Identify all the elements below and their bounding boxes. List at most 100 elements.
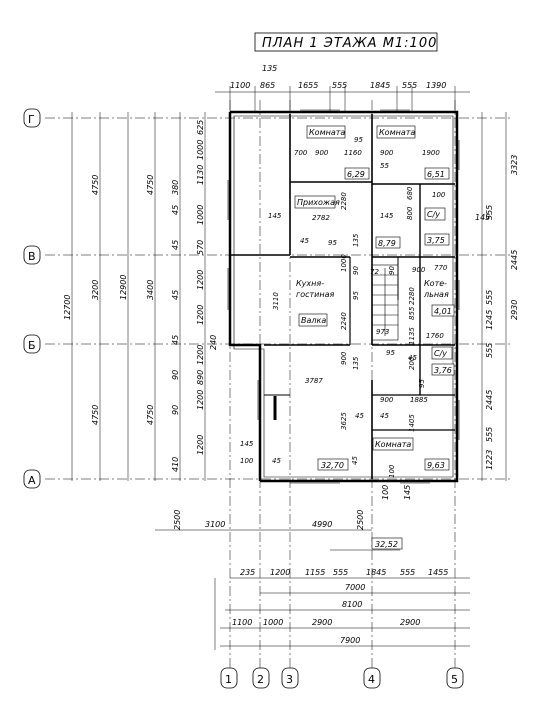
svg-text:90: 90 xyxy=(352,266,360,275)
svg-text:1100: 1100 xyxy=(230,81,250,90)
svg-text:625: 625 xyxy=(196,120,205,135)
svg-text:890: 890 xyxy=(196,370,205,385)
svg-text:1200: 1200 xyxy=(196,345,205,365)
room-label-kotelnaya-2: льная xyxy=(423,290,449,299)
windows xyxy=(227,109,460,484)
row-axis-lines xyxy=(45,117,512,480)
room-label-su-1: С/у xyxy=(427,210,440,219)
svg-text:1200: 1200 xyxy=(196,390,205,410)
svg-text:4750: 4750 xyxy=(146,405,155,425)
svg-text:800: 800 xyxy=(406,206,414,220)
svg-text:570: 570 xyxy=(196,240,205,255)
right-dimension-text: 3323 2445 2930 2445 1223 145 555 555 124… xyxy=(475,155,519,470)
svg-text:380: 380 xyxy=(171,180,180,195)
svg-text:4750: 4750 xyxy=(146,175,155,195)
svg-text:1200: 1200 xyxy=(196,270,205,290)
svg-text:900: 900 xyxy=(412,266,426,274)
axis-col-1: 1 xyxy=(225,673,232,686)
room-labels: Комната Комната Прихожая Кухня- гостиная… xyxy=(294,125,453,451)
left-dimension-text: 12700 3200 12900 4750 3400 4750 4750 475… xyxy=(63,120,218,472)
svg-text:1000: 1000 xyxy=(340,254,348,272)
svg-text:12900: 12900 xyxy=(119,275,128,300)
area-4: 3,75 xyxy=(427,236,445,245)
svg-text:1405: 1405 xyxy=(408,414,416,432)
svg-text:4750: 4750 xyxy=(91,175,100,195)
room-label-prikhozhaya: Прихожая xyxy=(297,198,340,207)
svg-text:3787: 3787 xyxy=(305,377,323,385)
room-label-gostinaya: гостиная xyxy=(296,290,334,299)
svg-text:45: 45 xyxy=(300,237,309,245)
svg-text:973: 973 xyxy=(376,328,389,336)
axis-row-a: А xyxy=(28,474,36,487)
area-2: 6,51 xyxy=(427,170,445,179)
top-dimension-lines xyxy=(215,86,470,112)
svg-text:100: 100 xyxy=(240,457,254,465)
svg-text:1155: 1155 xyxy=(305,568,325,577)
svg-text:3400: 3400 xyxy=(146,280,155,300)
svg-text:1845: 1845 xyxy=(370,81,390,90)
svg-text:145: 145 xyxy=(268,212,282,220)
svg-text:45: 45 xyxy=(408,354,417,362)
area-3: 8,79 xyxy=(378,239,396,248)
svg-text:2240: 2240 xyxy=(340,312,348,330)
staircase xyxy=(371,264,399,341)
svg-text:145: 145 xyxy=(240,440,254,448)
svg-text:1000: 1000 xyxy=(263,618,283,627)
svg-text:3323: 3323 xyxy=(510,155,519,175)
svg-text:2500: 2500 xyxy=(173,510,182,530)
room-label-kotelnaya-1: Коте- xyxy=(424,279,447,288)
drawing-title: ПЛАН 1 ЭТАЖА М1:100 xyxy=(262,36,437,51)
area-1: 6,29 xyxy=(347,170,365,179)
svg-text:4750: 4750 xyxy=(91,405,100,425)
svg-text:45: 45 xyxy=(171,290,180,300)
axis-row-g: Г xyxy=(28,113,35,126)
svg-text:865: 865 xyxy=(260,81,275,90)
right-dimension-lines xyxy=(481,112,507,481)
svg-text:3200: 3200 xyxy=(91,280,100,300)
svg-text:1000: 1000 xyxy=(196,140,205,160)
svg-text:45: 45 xyxy=(171,205,180,215)
svg-text:555: 555 xyxy=(485,290,494,305)
svg-text:45: 45 xyxy=(272,457,281,465)
room-label-valka: Валка xyxy=(301,316,326,325)
svg-text:1130: 1130 xyxy=(196,165,205,185)
svg-text:1245: 1245 xyxy=(485,310,494,330)
svg-text:1100: 1100 xyxy=(232,618,252,627)
svg-text:72: 72 xyxy=(370,268,379,276)
room-label-su-2: С/у xyxy=(434,349,447,358)
svg-text:2445: 2445 xyxy=(485,390,494,410)
svg-text:2500: 2500 xyxy=(356,510,365,530)
svg-text:1200: 1200 xyxy=(196,435,205,455)
svg-text:1200: 1200 xyxy=(196,305,205,325)
interior-dimension-text: 700 900 1160 900 1900 95 55 2280 2782 14… xyxy=(240,136,448,478)
room-label-komnata-3: Комната xyxy=(375,440,411,449)
svg-text:3625: 3625 xyxy=(340,412,348,430)
svg-text:1655: 1655 xyxy=(298,81,318,90)
svg-text:135: 135 xyxy=(352,356,360,370)
svg-text:100: 100 xyxy=(432,191,446,199)
svg-text:680: 680 xyxy=(406,186,414,200)
svg-text:45: 45 xyxy=(351,456,359,465)
svg-text:555: 555 xyxy=(485,205,494,220)
svg-text:55: 55 xyxy=(380,162,389,170)
axis-row-b: Б xyxy=(28,339,36,352)
svg-text:90: 90 xyxy=(171,370,180,380)
svg-text:1200: 1200 xyxy=(270,568,290,577)
row-axis-markers: Г В Б А xyxy=(23,108,41,489)
svg-text:2445: 2445 xyxy=(510,250,519,270)
svg-text:1000: 1000 xyxy=(196,205,205,225)
svg-text:145: 145 xyxy=(403,485,412,500)
svg-text:45: 45 xyxy=(355,412,364,420)
svg-text:135: 135 xyxy=(352,233,360,247)
title-frame xyxy=(254,32,438,52)
svg-text:900: 900 xyxy=(340,351,348,365)
svg-text:3110: 3110 xyxy=(272,292,280,310)
svg-text:555: 555 xyxy=(485,427,494,442)
outer-walls xyxy=(228,110,459,483)
area-6: 3,76 xyxy=(434,366,452,375)
room-label-komnata-1: Комната xyxy=(309,128,345,137)
svg-text:95: 95 xyxy=(418,379,426,388)
svg-text:90: 90 xyxy=(171,405,180,415)
svg-text:100: 100 xyxy=(381,485,390,500)
svg-text:1135: 1135 xyxy=(408,327,416,345)
